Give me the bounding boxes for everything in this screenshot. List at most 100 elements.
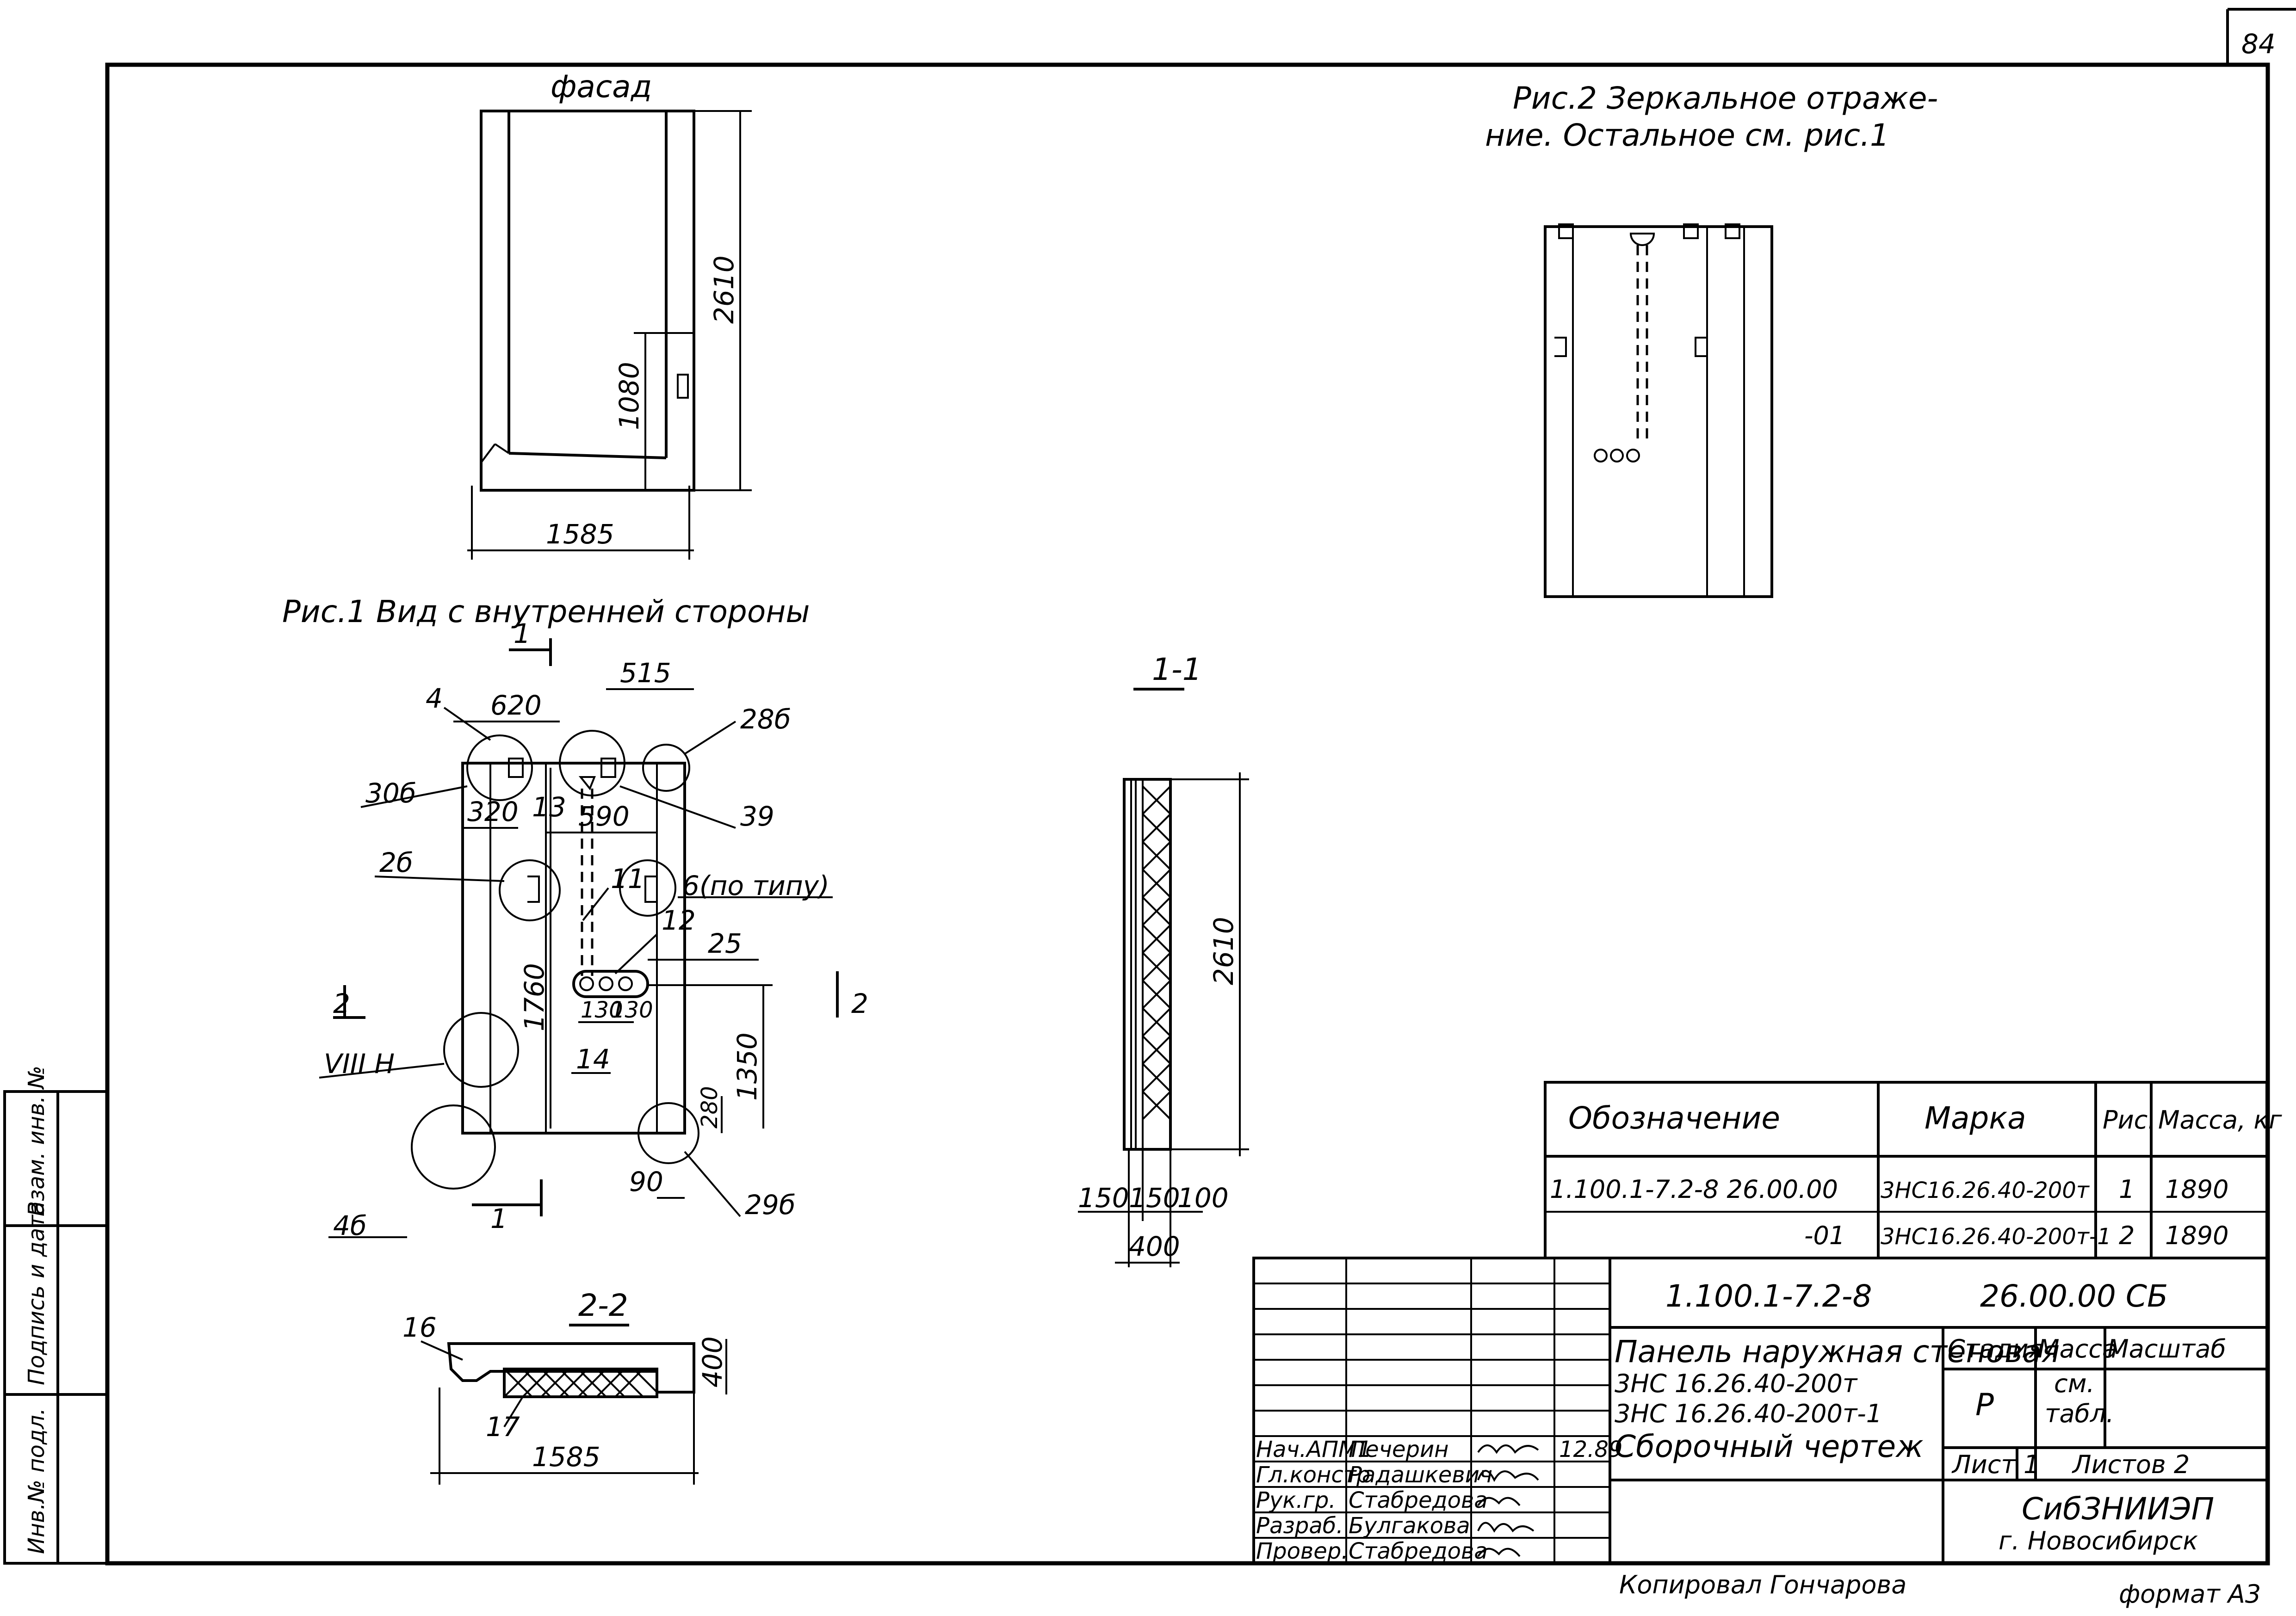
fig1-callout-11: 11 (611, 863, 645, 894)
scale-header: Масштаб (2107, 1334, 2226, 1363)
sheets-label: Листов 2 (2072, 1450, 2190, 1479)
staff-role-3: Разраб. (1256, 1513, 1343, 1539)
staff-date: 12.89 (1559, 1437, 1622, 1462)
fig1-callout-28b: 28б (740, 703, 791, 735)
spec-row2-designation: -01 (1804, 1221, 1845, 1250)
mass-header: Масса (2038, 1334, 2117, 1363)
title-desc-1: Панель наружная стеновая (1615, 1334, 2060, 1369)
title-desc-3: 3НС 16.26.40-200т-1 (1615, 1399, 1882, 1428)
sheet-frame (105, 62, 2270, 1566)
staff-role-0: Нач.АПМ1 (1256, 1437, 1372, 1462)
fig1-callout-12: 12 (662, 905, 696, 936)
section22-title: 2-2 (578, 1288, 628, 1323)
fig1-callout-13: 13 (532, 791, 566, 823)
section-2-2: 2-2 16 17 400 1585 (402, 1288, 728, 1485)
side-stamp: Инв.№ подл. Подпись и дата Взам. инв. № (3, 1066, 109, 1565)
format-note: формат А3 (2119, 1579, 2261, 1609)
sheet-number: 84 (2241, 28, 2276, 60)
signature-1 (1477, 1470, 1539, 1482)
fig1-callout-4b: 4б (333, 1210, 367, 1241)
spec-row1-designation: 1.100.1-7.2-8 26.00.00 (1550, 1175, 1838, 1204)
fig1-dim-1350: 1350 (731, 1032, 763, 1101)
fig1-dim-280: 280 (697, 1086, 723, 1129)
org-city: г. Новосибирск (1999, 1526, 2198, 1555)
section11-dim-height: 2610 (1208, 917, 1239, 985)
facade-dim-door: 1080 (613, 362, 645, 430)
fig1-callout-6: 6(по типу) (682, 870, 829, 901)
fig1-dim-620: 620 (490, 690, 542, 721)
signature-0 (1477, 1444, 1539, 1454)
section-1-1: 1-1 2610 150 150 100 400 (1078, 652, 1249, 1267)
spec-row1-mark: 3НС16.26.40-200т (1881, 1178, 2090, 1203)
fig1-callout-29b: 29б (745, 1189, 796, 1221)
title-code: 1.100.1-7.2-8 (1665, 1278, 1872, 1314)
section22-dim-width: 1585 (532, 1441, 600, 1473)
title-doc-code: 26.00.00 СБ (1980, 1278, 2168, 1314)
section22-callout-17: 17 (486, 1411, 520, 1443)
fig1-cut-left: 2 (333, 988, 350, 1019)
fig1-dim-1760: 1760 (519, 963, 550, 1031)
section11-dim-150b: 150 (1129, 1182, 1180, 1214)
mass-value-2: табл. (2045, 1399, 2114, 1428)
fig1-cut-right: 2 (851, 988, 868, 1019)
facade-dim-width: 1585 (546, 518, 614, 550)
fig1-callout-39: 39 (740, 801, 774, 832)
side-stamp-sign: Подпись и дата (24, 1201, 50, 1385)
signature-2 (1477, 1497, 1521, 1506)
section11-dim-150a: 150 (1078, 1182, 1129, 1214)
spec-header-mass: Масса, кг (2158, 1105, 2282, 1135)
fig2-caption-2: ние. Остальное см. рис.1 (1485, 117, 1889, 153)
staff-name-0: Печерин (1349, 1437, 1449, 1462)
section11-title: 1-1 (1152, 652, 1202, 687)
signature-4 (1477, 1548, 1521, 1557)
spec-header-mark: Марка (1925, 1100, 2026, 1136)
fig1-caption: Рис.1 Вид с внутренней стороны (282, 594, 810, 629)
org-name: СибЗНИИЭП (2022, 1491, 2214, 1527)
facade-dim-height: 2610 (708, 255, 740, 324)
spec-row2-mark: 3НС16.26.40-200т-1 (1881, 1224, 2111, 1250)
section22-dim-depth: 400 (697, 1336, 728, 1388)
staff-name-1: Радашкевич (1349, 1462, 1492, 1488)
spec-table: Обозначение Марка Рис. Масса, кг 1.100.1… (1544, 1081, 2282, 1259)
fig1-callout-4: 4 (426, 683, 443, 714)
facade-view: фасад 2610 1080 1585 (467, 69, 752, 560)
section22-callout-16: 16 (402, 1312, 437, 1343)
section11-dim-400: 400 (1129, 1231, 1180, 1262)
fig1-callout-2b: 2б (379, 847, 413, 878)
side-stamp-replace: Взам. инв. № (24, 1066, 50, 1216)
sheet-label: Лист 1 (1951, 1450, 2039, 1479)
fig1-dim-130b: 130 (611, 997, 653, 1023)
spec-row2-fig: 2 (2119, 1221, 2135, 1250)
fig2-caption-1: Рис.2 Зеркальное отраже- (1513, 80, 1938, 116)
side-stamp-inv: Инв.№ подл. (24, 1408, 50, 1554)
fig1-dim-130a: 130 (581, 997, 623, 1023)
stage-header: Стадия (1948, 1334, 2043, 1363)
copied-by: Копировал Гончарова (1619, 1570, 1906, 1599)
fig1-dim-515: 515 (620, 657, 671, 689)
fig1-dim-90: 90 (629, 1166, 663, 1197)
spec-header-designation: Обозначение (1568, 1100, 1780, 1136)
sheet-number-box: 84 (2226, 8, 2296, 65)
title-desc-2: 3НС 16.26.40-200т (1615, 1369, 1858, 1398)
facade-title: фасад (551, 69, 652, 105)
fig1-dim-590: 590 (578, 801, 630, 832)
spec-row2-mass: 1890 (2165, 1221, 2228, 1250)
title-desc-4: Сборочный чертеж (1615, 1429, 1924, 1464)
staff-role-2: Рук.гр. (1256, 1487, 1336, 1513)
fig1-callout-8h: VIII Н (324, 1048, 395, 1079)
staff-name-4: Стабредова (1349, 1538, 1488, 1564)
staff-role-1: Гл.констр (1256, 1462, 1370, 1488)
fig1-section-mark-bottom: 1 (490, 1203, 507, 1234)
signature-3 (1477, 1522, 1535, 1533)
spec-header-fig: Рис. (2103, 1105, 2156, 1135)
staff-name-2: Стабредова (1349, 1487, 1488, 1513)
fig1-section-mark-top: 1 (514, 618, 531, 649)
staff-name-3: Булгакова (1349, 1513, 1470, 1539)
fig1-callout-25: 25 (708, 928, 742, 959)
mass-value-1: см. (2054, 1369, 2095, 1398)
spec-row1-mass: 1890 (2165, 1175, 2228, 1204)
section11-dim-100: 100 (1177, 1182, 1229, 1214)
title-block: Нач.АПМ1 Печерин Гл.констр Радашкевич Ру… (1252, 1257, 2268, 1565)
fig1-callout-14: 14 (576, 1043, 610, 1075)
